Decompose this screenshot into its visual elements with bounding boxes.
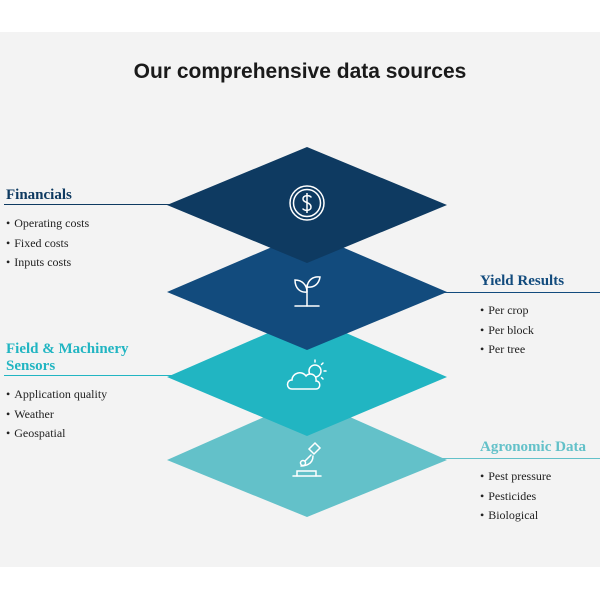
agronomic-data-list: Pest pressure Pesticides Biological xyxy=(480,467,551,526)
list-item: Operating costs xyxy=(6,214,89,234)
agronomic-data-connector-line xyxy=(425,458,600,459)
dollar-coin-icon xyxy=(289,185,325,221)
yield-results-connector-line xyxy=(425,292,600,293)
list-item: Fixed costs xyxy=(6,234,89,254)
list-item: Geospatial xyxy=(6,424,107,444)
list-item: Per tree xyxy=(480,340,534,360)
field-machinery-list: Application quality Weather Geospatial xyxy=(6,385,107,444)
yield-results-label: Yield Results xyxy=(480,273,565,289)
field-machinery-connector-line xyxy=(4,375,189,376)
financials-list: Operating costs Fixed costs Inputs costs xyxy=(6,214,89,273)
list-item: Application quality xyxy=(6,385,107,405)
list-item: Weather xyxy=(6,405,107,425)
list-item: Per block xyxy=(480,321,534,341)
agronomic-data-label: Agronomic Data xyxy=(480,439,586,455)
financials-label: Financials xyxy=(6,187,72,203)
agronomic-data-layer xyxy=(167,398,447,517)
field-machinery-sensors-label: Field & Machinery Sensors xyxy=(6,341,129,374)
plant-sprout-icon xyxy=(294,276,321,307)
page-title: Our comprehensive data sources xyxy=(133,60,467,83)
sun-cloud-icon xyxy=(286,359,327,390)
financials-connector-line xyxy=(4,204,189,205)
list-item: Pesticides xyxy=(480,487,551,507)
list-item: Pest pressure xyxy=(480,467,551,487)
list-item: Per crop xyxy=(480,301,534,321)
microscope-icon xyxy=(292,441,322,477)
list-item: Biological xyxy=(480,506,551,526)
yield-results-list: Per crop Per block Per tree xyxy=(480,301,534,360)
list-item: Inputs costs xyxy=(6,253,89,273)
